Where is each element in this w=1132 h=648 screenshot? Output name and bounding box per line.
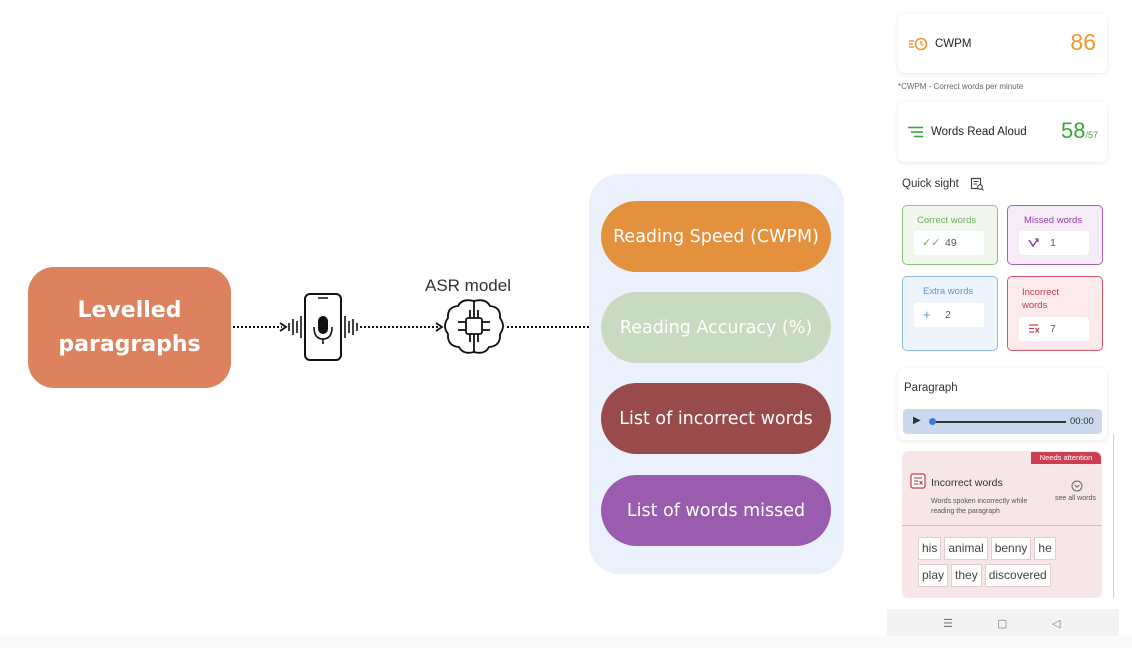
words-total: /57 (1085, 130, 1098, 140)
correct-words-label: Correct words (917, 215, 977, 226)
incorrect-word-chip[interactable]: discovered (984, 564, 1051, 587)
expand-circle-icon[interactable] (1071, 480, 1083, 492)
incorrect-words-description: Words spoken incorrectly while reading t… (931, 498, 1028, 515)
timer-icon (909, 37, 928, 51)
source-label: Levelled paragraphs (58, 297, 201, 357)
incorrect-words-label: Incorrect words (1022, 287, 1059, 311)
incorrect-words-title: Incorrect words (931, 477, 1003, 489)
incorrect-word-chip[interactable]: play (918, 564, 949, 587)
output-reading-speed: Reading Speed (CWPM) (601, 201, 831, 272)
report-search-icon[interactable] (970, 177, 984, 191)
missed-words-value-box: 1 (1019, 231, 1089, 255)
incorrect-words-tile[interactable]: Incorrect words 7 (1007, 276, 1103, 351)
incorrect-list-icon (1029, 324, 1040, 333)
menu-icon[interactable]: ☰ (943, 618, 953, 630)
extra-words-value-box: + 2 (914, 303, 984, 327)
skip-icon (1028, 238, 1039, 248)
words-read-aloud-value: 58/57 (1034, 118, 1098, 144)
brain-chip-icon (444, 299, 504, 354)
cwpm-value: 86 (1070, 29, 1096, 55)
divider (902, 525, 1102, 526)
needs-attention-badge: Needs attention (1031, 452, 1101, 464)
audio-seek-handle[interactable] (929, 418, 936, 425)
incorrect-word-chip[interactable]: his (918, 537, 942, 560)
incorrect-words-value: 7 (1050, 323, 1056, 335)
incorrect-words-list: his animal benny he play they discovered (918, 537, 1088, 587)
output-incorrect-words: List of incorrect words (601, 383, 831, 454)
extra-words-label: Extra words (923, 286, 974, 297)
cwpm-label: CWPM (935, 38, 972, 50)
plus-icon: + (923, 307, 931, 322)
cwpm-footnote: *CWPM - Correct words per minute (898, 82, 1024, 91)
words-read-aloud-label: Words Read Aloud (931, 126, 1027, 138)
words-read-aloud-card (898, 102, 1107, 162)
cwpm-card (898, 14, 1107, 73)
missed-words-value: 1 (1050, 237, 1056, 249)
sound-wave-right (344, 316, 358, 338)
output-words-missed: List of words missed (601, 475, 831, 546)
correct-words-value: 49 (945, 237, 957, 249)
list-lines-icon (908, 126, 923, 138)
home-square-icon[interactable]: ▢ (997, 618, 1008, 630)
bottom-strip (0, 636, 1132, 648)
play-icon[interactable]: ▶ (913, 415, 921, 426)
levelled-paragraphs-box: Levelled paragraphs (28, 267, 231, 388)
incorrect-word-chip[interactable]: animal (944, 537, 988, 560)
incorrect-word-chip[interactable]: benny (990, 537, 1032, 560)
incorrect-words-value-box: 7 (1019, 317, 1089, 341)
arrowhead (435, 322, 444, 332)
sound-wave-left (288, 316, 302, 338)
audio-seek-track[interactable] (932, 421, 1066, 423)
asr-model-label: ASR model (425, 276, 511, 295)
double-check-icon: ✓✓ (922, 237, 941, 249)
arrowhead (279, 322, 288, 332)
output-reading-accuracy: Reading Accuracy (%) (601, 292, 831, 363)
correct-words-tile[interactable]: Correct words ✓✓ 49 (902, 205, 998, 265)
missed-words-tile[interactable]: Missed words 1 (1007, 205, 1103, 265)
system-navigation-bar (887, 609, 1119, 639)
extra-words-value: 2 (945, 309, 951, 321)
words-read-count: 58 (1061, 118, 1086, 143)
scrollbar[interactable] (1113, 434, 1114, 598)
paragraph-label: Paragraph (904, 382, 958, 394)
smartphone-microphone-icon (304, 293, 342, 361)
back-triangle-icon[interactable]: ◁ (1052, 618, 1061, 630)
quick-sight-heading: Quick sight (902, 178, 959, 190)
see-all-words-link[interactable]: see all words (1055, 495, 1096, 502)
extra-words-tile[interactable]: Extra words + 2 (902, 276, 998, 351)
incorrect-word-chip[interactable]: he (1034, 537, 1056, 560)
missed-words-label: Missed words (1024, 215, 1083, 226)
incorrect-list-icon (910, 473, 926, 489)
correct-words-value-box: ✓✓ 49 (914, 231, 984, 255)
audio-time: 00:00 (1070, 416, 1094, 427)
incorrect-word-chip[interactable]: they (951, 564, 982, 587)
flow-diagram-connectors (233, 293, 602, 361)
